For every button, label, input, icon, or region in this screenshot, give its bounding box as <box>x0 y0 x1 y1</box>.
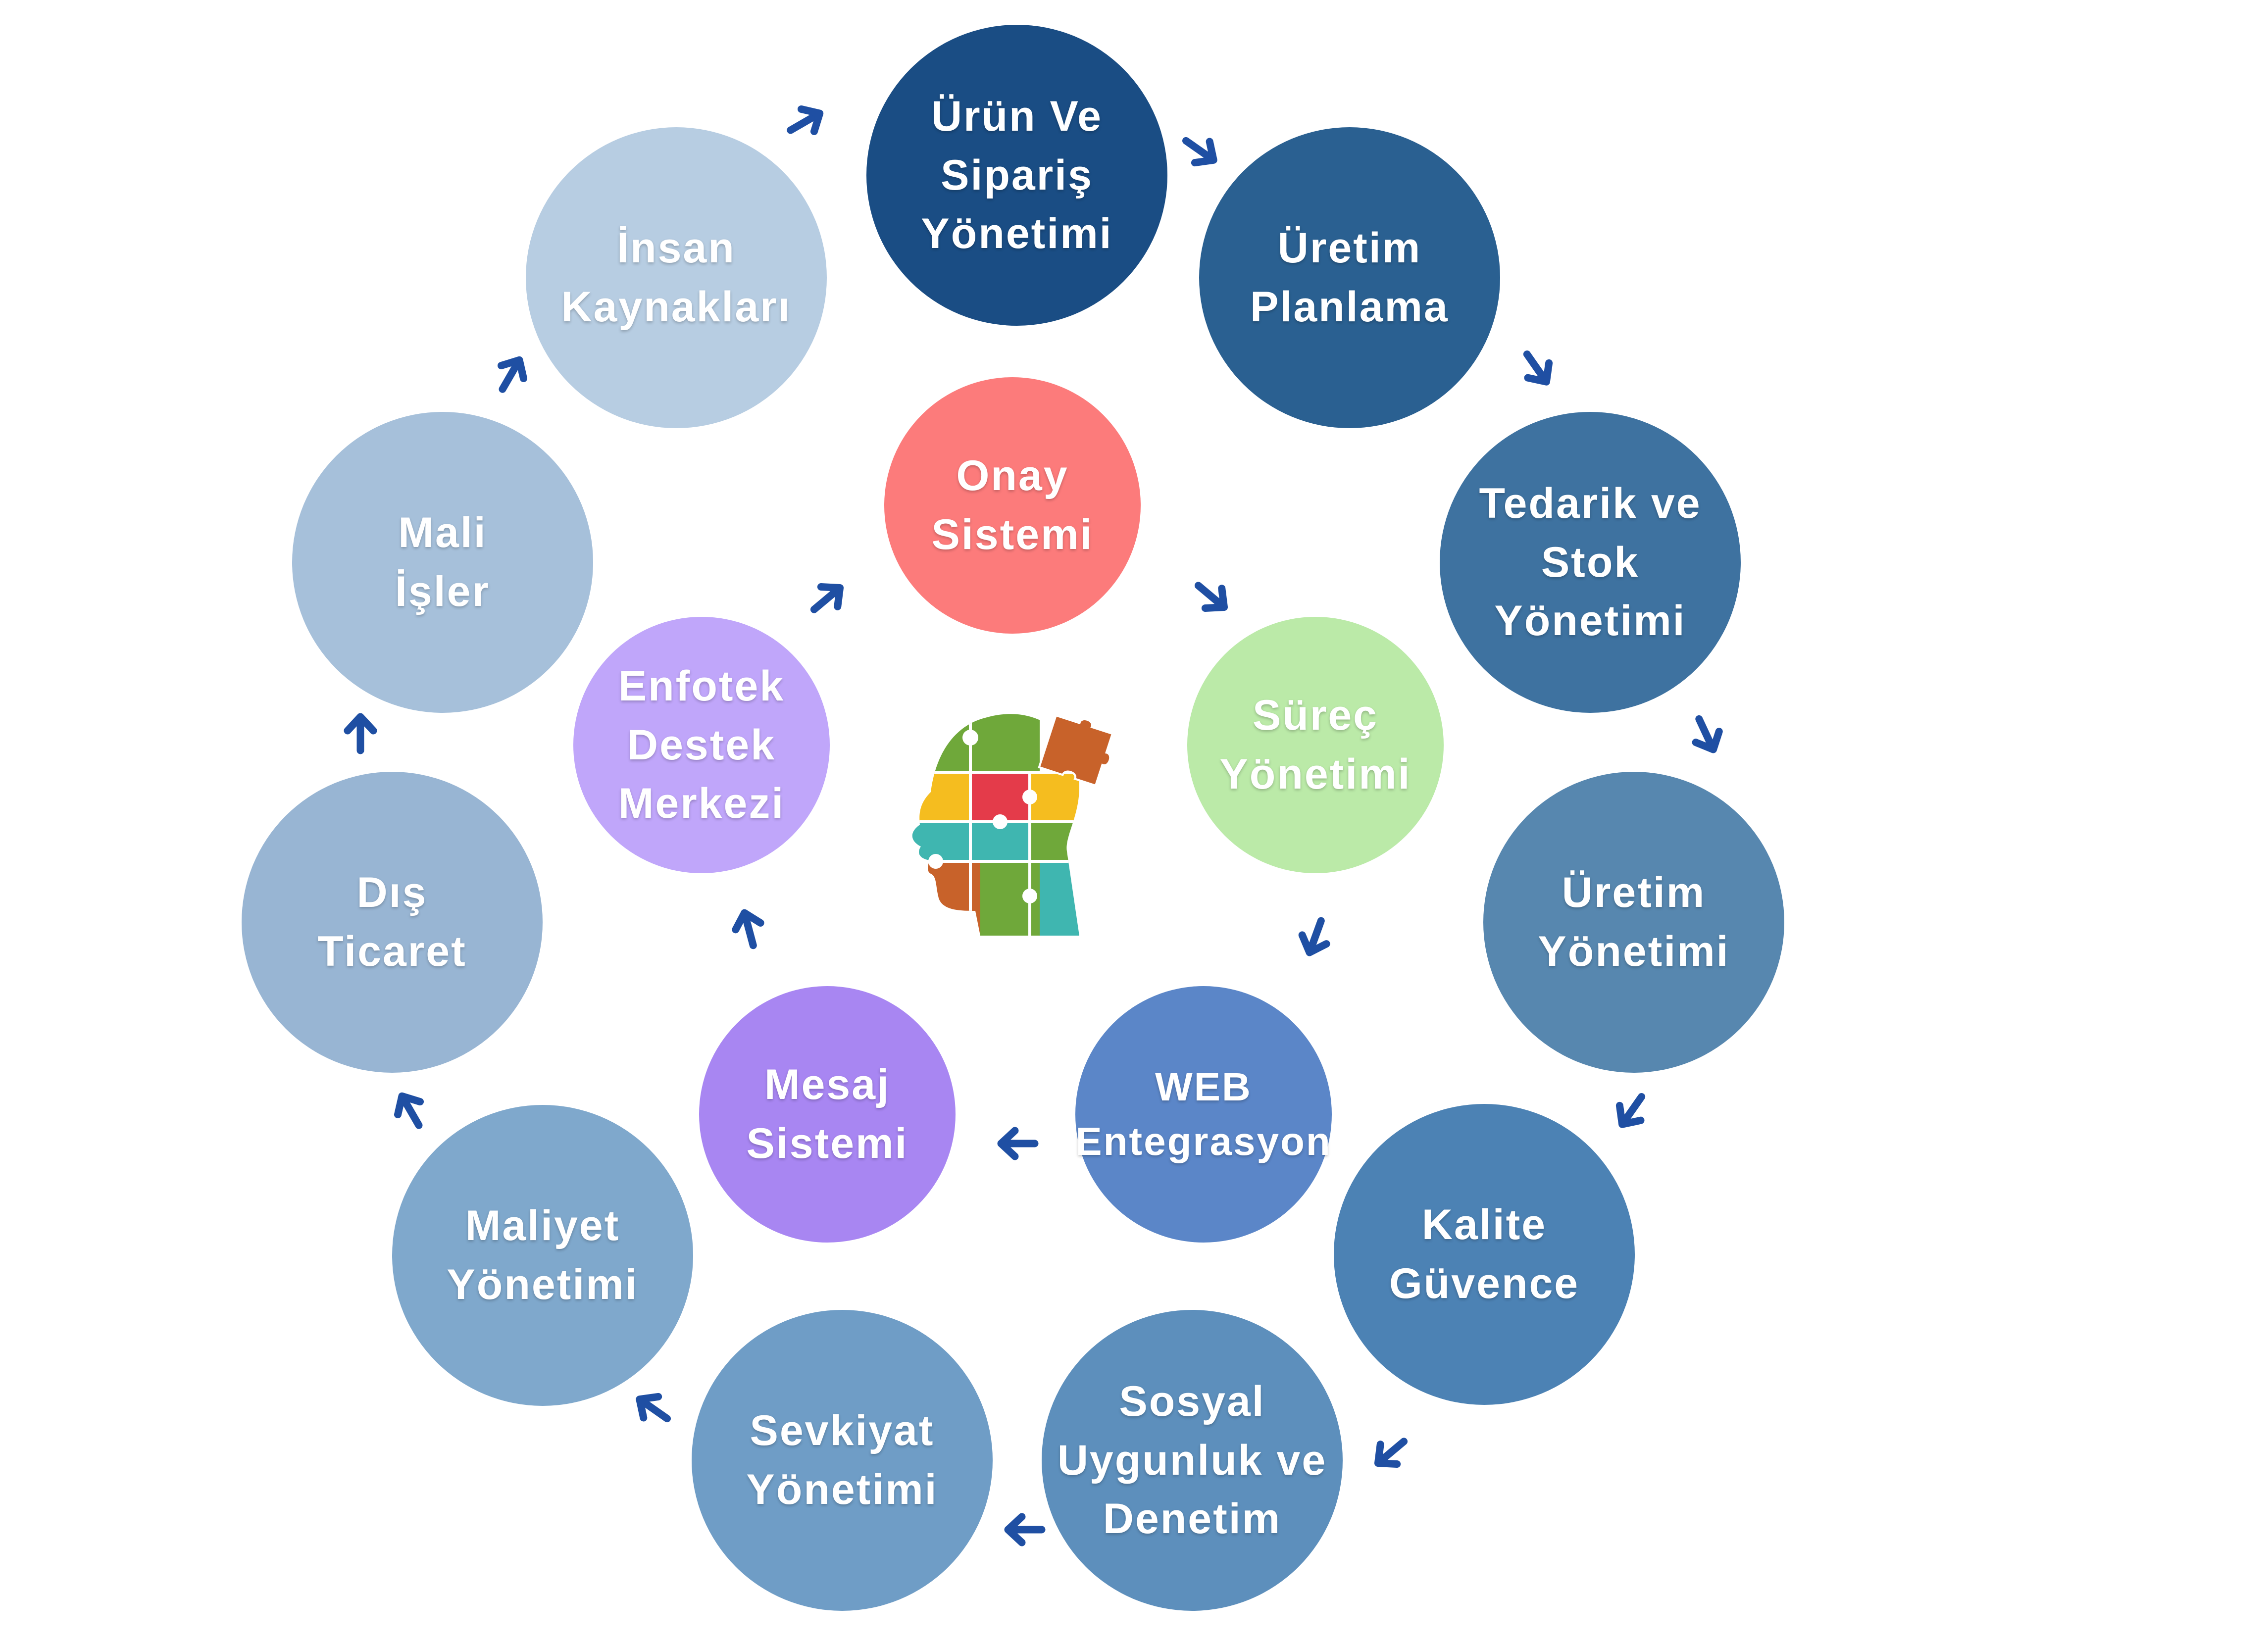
node-maliyet-yonetimi: Maliyet Yönetimi <box>392 1105 693 1406</box>
node-label: Ürün Ve Sipariş Yönetimi <box>921 92 1113 258</box>
flow-arrow-icon <box>1190 576 1233 617</box>
flow-arrow-icon <box>491 353 530 396</box>
node-label: Tedarik ve Stok Yönetimi <box>1479 479 1702 645</box>
puzzle-piece <box>912 861 980 936</box>
node-label: Sevkiyat Yönetimi <box>746 1407 938 1513</box>
flow-arrow-icon <box>391 1090 430 1132</box>
puzzle-piece <box>970 714 1040 772</box>
puzzle-piece <box>912 772 970 822</box>
node-label: Üretim Yönetimi <box>1538 869 1730 975</box>
puzzle-piece <box>970 772 1030 822</box>
flow-arrow-icon <box>1001 1131 1035 1156</box>
node-label: İnsan Kaynakları <box>561 224 792 331</box>
node-tedarik-ve-stok-yonetimi: Tedarik ve Stok Yönetimi <box>1440 412 1741 713</box>
puzzle-head-icon <box>912 714 1114 936</box>
node-onay-sistemi: Onay Sistemi <box>884 377 1141 634</box>
node-dis-ticaret: Dış Ticaret <box>242 772 543 1073</box>
node-sevkiyat-yonetimi: Sevkiyat Yönetimi <box>692 1310 993 1611</box>
puzzle-piece <box>912 822 970 861</box>
node-surec-yonetimi: Süreç Yönetimi <box>1187 617 1444 873</box>
node-mali-isler: Mali İşler <box>292 412 593 713</box>
flow-arrow-icon <box>784 102 826 141</box>
node-label: Dış Ticaret <box>317 869 467 975</box>
flow-arrow-icon <box>1008 1517 1042 1543</box>
puzzle-piece <box>1040 861 1079 936</box>
node-uretim-planlama: Üretim Planlama <box>1199 127 1500 428</box>
node-sosyal-uygunluk-ve-denetim: Sosyal Uygunluk ve Denetim <box>1042 1310 1343 1611</box>
node-label: Üretim Planlama <box>1250 224 1449 331</box>
node-web-entegrasyon: WEB Entegrasyon <box>1075 986 1332 1243</box>
node-label: Süreç Yönetimi <box>1219 692 1411 798</box>
flow-arrow-icon <box>1298 916 1333 957</box>
flow-arrow-icon <box>1612 1090 1652 1132</box>
puzzle-piece <box>912 714 970 772</box>
node-label: WEB Entegrasyon <box>1075 1064 1332 1163</box>
detached-puzzle-piece <box>1038 714 1114 787</box>
node-label: Mesaj Sistemi <box>746 1061 908 1167</box>
node-label: Mali İşler <box>395 509 490 615</box>
node-insan-kaynaklari: İnsan Kaynakları <box>526 127 827 428</box>
flow-arrow-icon <box>348 717 373 750</box>
node-uretim-yonetimi: Üretim Yönetimi <box>1483 772 1784 1073</box>
flow-arrow-icon <box>1516 347 1557 390</box>
flow-arrow-icon <box>732 909 766 948</box>
node-label: Kalite Güvence <box>1389 1201 1580 1307</box>
node-label: Enfotek Destek Merkezi <box>618 662 785 828</box>
node-mesaj-sistemi: Mesaj Sistemi <box>699 986 956 1243</box>
puzzle-piece <box>1030 772 1079 822</box>
node-label: Sosyal Uygunluk ve Denetim <box>1057 1377 1327 1543</box>
node-enfotek-destek-merkezi: Enfotek Destek Merkezi <box>573 617 830 873</box>
flow-arrow-icon <box>632 1389 675 1429</box>
flow-arrow-icon <box>1687 713 1725 755</box>
flow-arrow-icon <box>1370 1432 1412 1473</box>
flow-arrow-icon <box>1179 130 1221 171</box>
puzzle-piece <box>1030 822 1079 861</box>
node-label: Maliyet Yönetimi <box>447 1202 639 1308</box>
node-urun-ve-siparis-yonetimi: Ürün Ve Sipariş Yönetimi <box>866 25 1167 326</box>
node-label: Onay Sistemi <box>931 452 1094 558</box>
node-kalite-guvence: Kalite Güvence <box>1334 1104 1635 1405</box>
flow-arrow-icon <box>806 578 849 620</box>
